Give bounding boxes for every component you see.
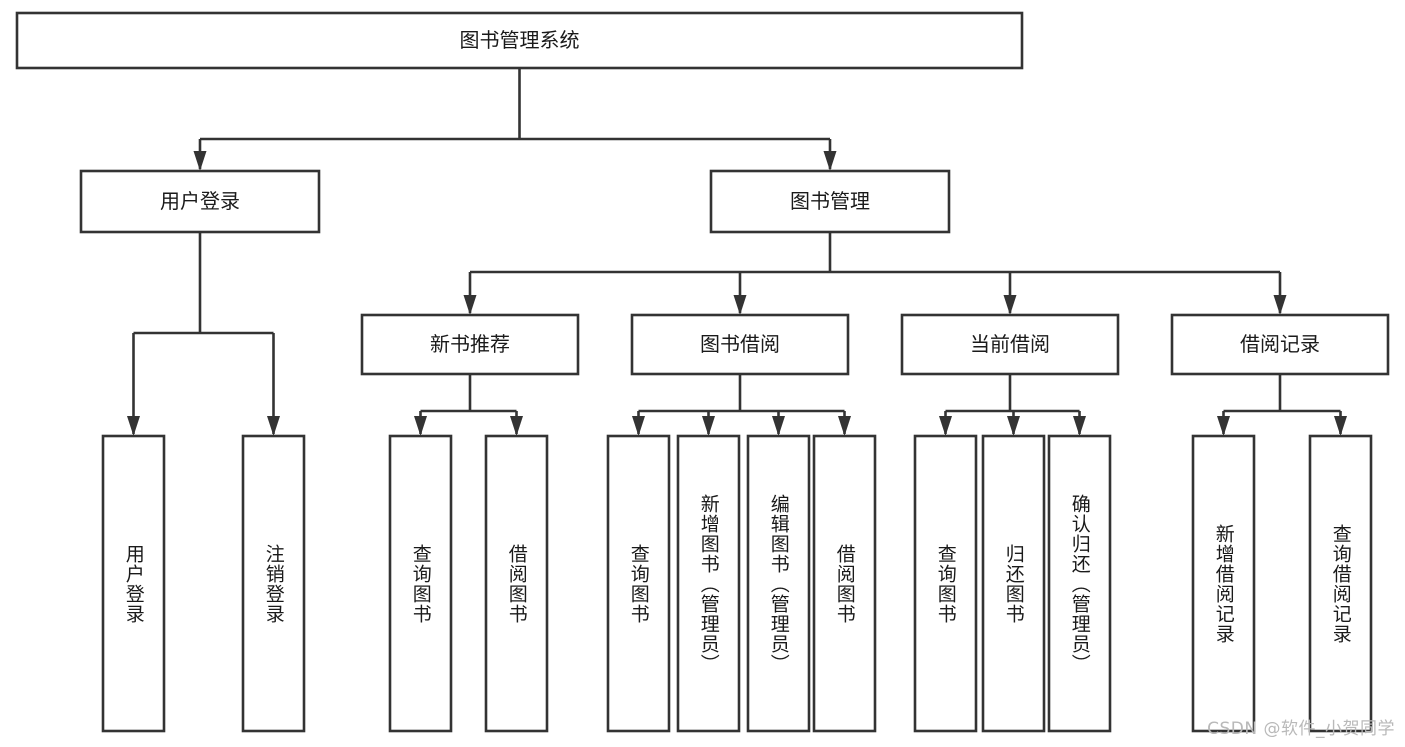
connector-arrowhead xyxy=(702,416,715,436)
node-leaf-query-borrow-record[interactable] xyxy=(1308,434,1373,733)
connector-arrowhead xyxy=(127,416,140,436)
connector-arrowhead xyxy=(193,151,207,171)
connector-arrowhead xyxy=(1073,416,1086,436)
node-current-borrow[interactable] xyxy=(900,313,1120,376)
node-current-borrow-label: 当前借阅 xyxy=(970,332,1050,356)
connector-arrowhead xyxy=(414,416,427,436)
connector-arrowhead xyxy=(1007,416,1020,436)
connector-arrowhead xyxy=(463,295,477,315)
node-leaf-user-login[interactable] xyxy=(101,434,166,733)
node-leaf-query-book-bb[interactable] xyxy=(606,434,671,733)
connector-arrowhead xyxy=(1003,295,1017,315)
node-leaf-query-book-rec[interactable] xyxy=(388,434,453,733)
connector-arrowhead xyxy=(1217,416,1230,436)
node-book-manage-label: 图书管理 xyxy=(790,189,870,213)
connector-arrowhead xyxy=(772,416,785,436)
connector-arrowhead xyxy=(733,295,747,315)
node-leaf-borrow-book-bb[interactable] xyxy=(812,434,877,733)
node-leaf-user-logout[interactable] xyxy=(241,434,306,733)
node-book-borrow[interactable] xyxy=(630,313,850,376)
connector-arrowhead xyxy=(939,416,952,436)
node-leaf-add-borrow-record[interactable] xyxy=(1191,434,1256,733)
node-leaf-return-book[interactable] xyxy=(981,434,1046,733)
node-root-root-label: 图书管理系统 xyxy=(460,28,580,52)
connector-arrowhead xyxy=(267,416,280,436)
connector-arrowhead xyxy=(1273,295,1287,315)
connector-arrowhead xyxy=(838,416,851,436)
node-box-layer xyxy=(15,11,1390,733)
node-book-manage[interactable] xyxy=(709,169,951,234)
node-new-book-recommend-label: 新书推荐 xyxy=(430,332,510,356)
connector-layer xyxy=(127,68,1347,436)
node-book-borrow-label: 图书借阅 xyxy=(700,332,780,356)
connector-arrowhead xyxy=(632,416,645,436)
watermark: CSDN @软件_小贺同学 xyxy=(1207,719,1395,739)
connector-arrowhead xyxy=(823,151,837,171)
node-leaf-edit-book-admin[interactable] xyxy=(746,434,811,733)
connector-arrowhead xyxy=(510,416,523,436)
node-user-login[interactable] xyxy=(79,169,321,234)
node-leaf-query-book-cb[interactable] xyxy=(913,434,978,733)
node-borrow-record-label: 借阅记录 xyxy=(1240,332,1320,356)
node-borrow-record[interactable] xyxy=(1170,313,1390,376)
node-root-root[interactable] xyxy=(15,11,1024,70)
node-leaf-borrow-book-rec[interactable] xyxy=(484,434,549,733)
node-leaf-add-book-admin[interactable] xyxy=(676,434,741,733)
node-user-login-label: 用户登录 xyxy=(160,189,240,213)
node-new-book-recommend[interactable] xyxy=(360,313,580,376)
connector-arrowhead xyxy=(1334,416,1347,436)
node-leaf-confirm-return-admin[interactable] xyxy=(1047,434,1112,733)
